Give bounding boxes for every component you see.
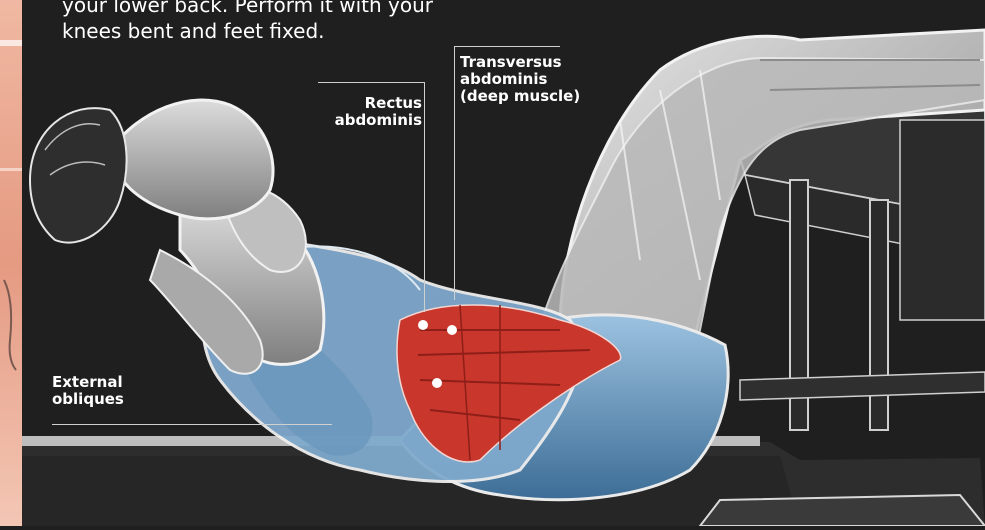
label-transversus-abdominis: Transversus abdominis (deep muscle) xyxy=(460,54,620,105)
marker-dot xyxy=(447,325,457,335)
hair xyxy=(30,108,127,243)
label-external-obliques: External obliques xyxy=(52,374,162,408)
leader-line-transversus-horizontal xyxy=(454,46,560,47)
leader-line-obliques xyxy=(52,424,332,425)
bench xyxy=(730,110,985,430)
marker-dot xyxy=(432,378,442,388)
leader-line-transversus-vertical xyxy=(454,46,455,300)
label-rectus-abdominis: Rectus abdominis xyxy=(318,95,422,129)
intro-text: your lower back. Perform it with your kn… xyxy=(62,0,462,44)
sidebar-panel xyxy=(0,0,22,526)
marker-dot xyxy=(418,320,428,330)
leader-line-rectus-vertical xyxy=(424,82,425,312)
leader-line-rectus-horizontal xyxy=(318,82,424,83)
